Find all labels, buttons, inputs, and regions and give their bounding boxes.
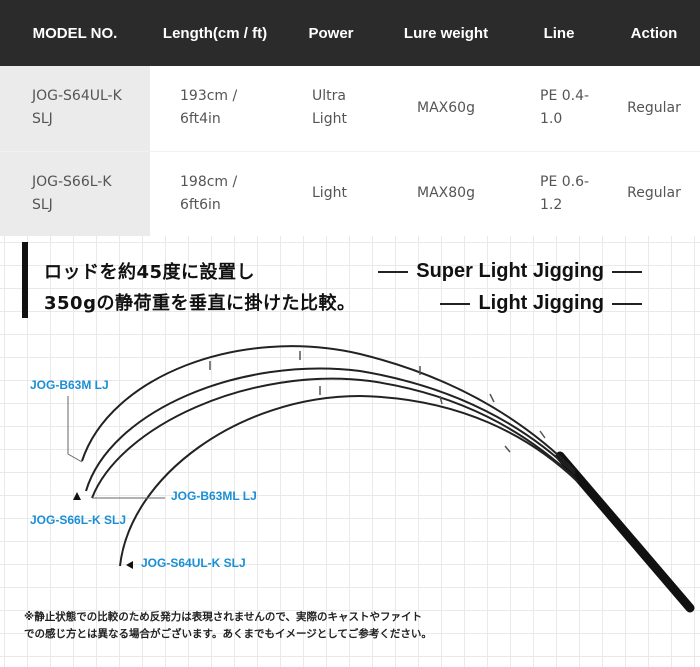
caption-line-1: ロッドを約45度に設置し [44, 262, 256, 283]
header-model: MODEL NO. [0, 0, 150, 66]
header-action: Action [608, 0, 700, 66]
cell-power: Light [280, 150, 382, 236]
cell-length: 193cm / 6ft4in [150, 66, 280, 151]
cell-lure-weight: MAX60g [382, 66, 510, 151]
legend-super-light-jigging: Super Light Jigging [370, 260, 650, 283]
cell-lure-weight: MAX80g [382, 150, 510, 236]
legend-dash [612, 270, 642, 273]
rod-bend-chart: ロッドを約45度に設置し 350gの静荷重を垂直に掛けた比較。 Super Li… [0, 236, 700, 667]
header-length: Length(cm / ft) [150, 0, 280, 66]
legend-dash [612, 302, 642, 305]
cell-action: Regular [608, 66, 700, 151]
legend-dash [378, 270, 409, 273]
cell-model: JOG-S64UL-K SLJ [0, 66, 150, 151]
caption-line-2: 350gの静荷重を垂直に掛けた比較。 [44, 293, 356, 314]
cell-line: PE 0.4- 1.0 [510, 66, 608, 151]
legend-light-jigging: Light Jigging [432, 292, 650, 315]
cell-length: 198cm / 6ft6in [150, 150, 280, 236]
spec-table: MODEL NO. Length(cm / ft) Power Lure wei… [0, 0, 700, 236]
table-header-row: MODEL NO. Length(cm / ft) Power Lure wei… [0, 0, 700, 66]
rod-curve-s66l [91, 377, 576, 499]
cell-line: PE 0.6- 1.2 [510, 150, 608, 236]
rod-curve-b63m [81, 345, 576, 472]
rod-curve-b63ml [85, 367, 576, 492]
cell-power: Ultra Light [280, 66, 382, 151]
cell-model: JOG-S66L-K SLJ [0, 150, 150, 236]
header-power: Power [280, 0, 382, 66]
table-row: JOG-S66L-K SLJ 198cm / 6ft6in Light MAX8… [0, 150, 700, 236]
header-lure-weight: Lure weight [382, 0, 510, 66]
label-jog-b63ml-lj: JOG-B63ML LJ [171, 489, 257, 503]
cell-action: Regular [608, 150, 700, 236]
pointer-up-icon [73, 492, 81, 500]
rod-curve-s64ul [119, 394, 579, 567]
header-line: Line [510, 0, 608, 66]
label-leaders [67, 396, 165, 499]
label-jog-b63m-lj: JOG-B63M LJ [30, 378, 109, 392]
label-jog-s66l-k-slj: JOG-S66L-K SLJ [30, 513, 127, 527]
rod-guides [209, 351, 546, 453]
caption-accent-bar [22, 242, 28, 318]
pointer-left-icon [126, 561, 133, 569]
legend-dash [440, 302, 471, 305]
rod-curves [67, 345, 695, 613]
table-row: JOG-S64UL-K SLJ 193cm / 6ft4in Ultra Lig… [0, 66, 700, 151]
chart-footnote: ※静止状態での比較のため反発力は表現されませんので、実際のキャストやファイト で… [24, 611, 432, 640]
rod-butt [555, 451, 695, 613]
label-jog-s64ul-k-slj: JOG-S64UL-K SLJ [141, 556, 246, 570]
